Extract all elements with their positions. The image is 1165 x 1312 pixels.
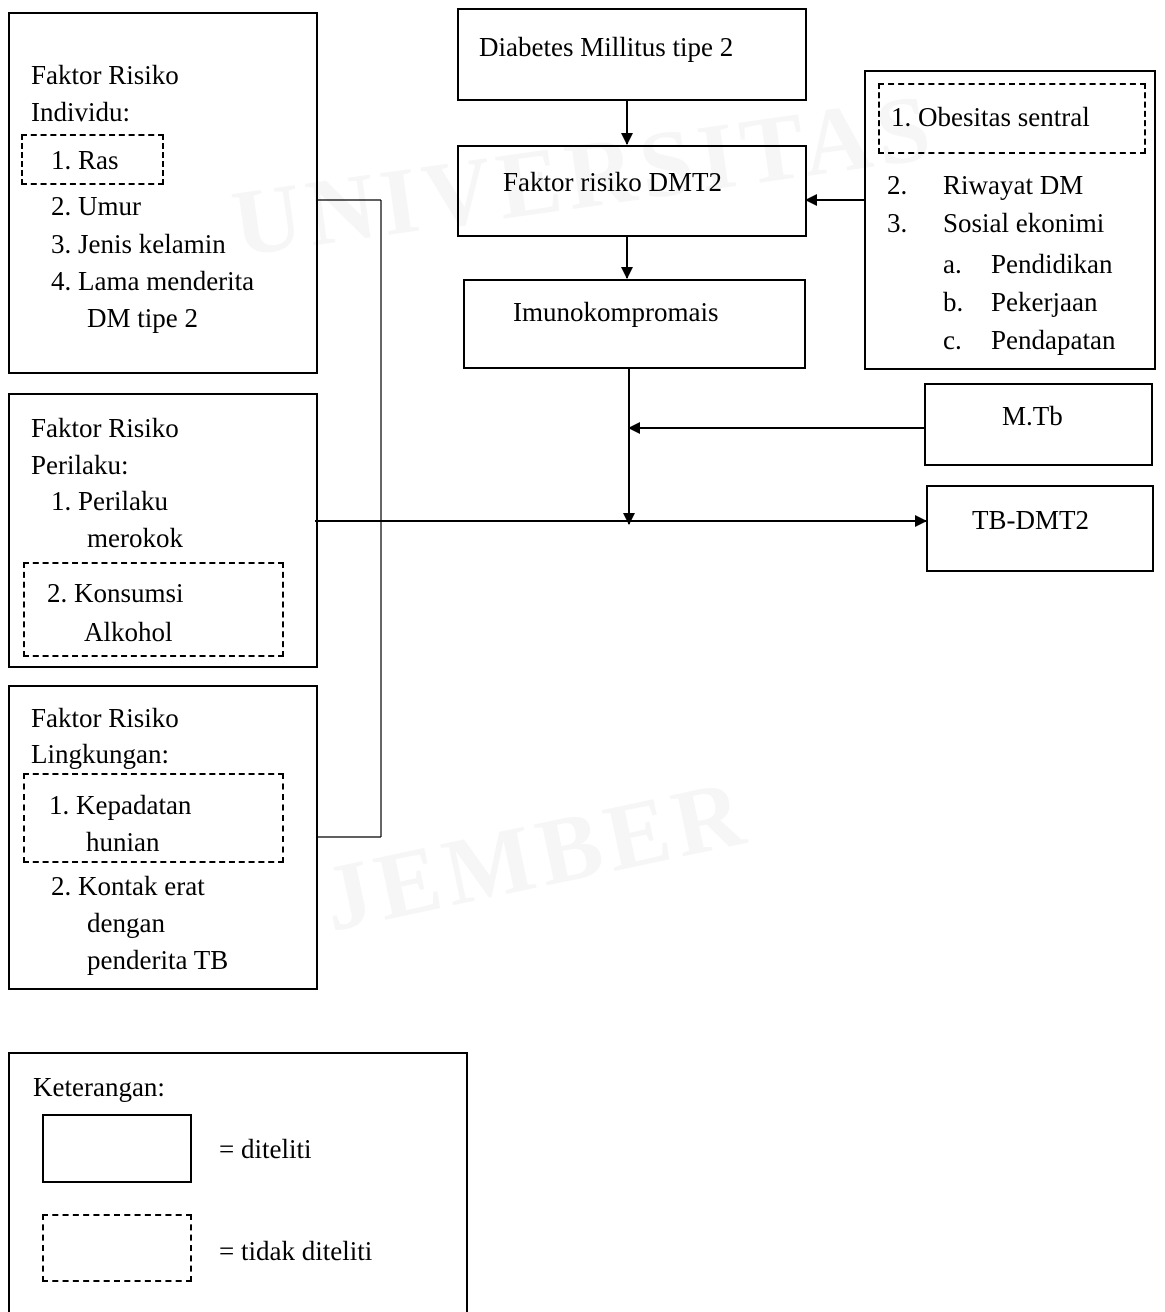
perilaku-title-1: Faktor Risiko bbox=[31, 413, 179, 443]
right-a: Pendidikan bbox=[991, 249, 1113, 279]
legend-title: Keterangan: bbox=[33, 1072, 165, 1102]
dashed-box-obesitas bbox=[878, 83, 1146, 154]
lingkungan-title-1: Faktor Risiko bbox=[31, 703, 179, 733]
individu-title-2: Individu: bbox=[31, 97, 130, 127]
individu-item-jenis-kelamin: 3. Jenis kelamin bbox=[51, 229, 226, 259]
box-diabetes bbox=[457, 8, 807, 101]
right-b: Pekerjaan bbox=[991, 287, 1098, 317]
mtb-label: M.Tb bbox=[1002, 401, 1063, 431]
right-b-num: b. bbox=[943, 287, 964, 317]
legend-box bbox=[8, 1052, 468, 1312]
dashed-box-alkohol bbox=[23, 562, 284, 657]
perilaku-title-2: Perilaku: bbox=[31, 450, 129, 480]
individu-item-umur: 2. Umur bbox=[51, 191, 141, 221]
right-a-num: a. bbox=[943, 249, 962, 279]
perilaku-item-merokok-2: merokok bbox=[87, 523, 183, 553]
tbdmt2-label: TB-DMT2 bbox=[972, 505, 1089, 535]
dashed-box-kepadatan bbox=[23, 773, 284, 863]
lingkungan-title-2: Lingkungan: bbox=[31, 739, 169, 769]
box-tb-dmt2 bbox=[926, 485, 1154, 572]
right-sosial: Sosial ekonimi bbox=[943, 208, 1105, 238]
right-item-obesitas: 1. Obesitas sentral bbox=[891, 102, 1090, 132]
right-c-num: c. bbox=[943, 325, 962, 355]
box-faktor-lain bbox=[864, 70, 1156, 370]
lingkungan-item-kontak-3: penderita TB bbox=[87, 945, 229, 975]
imuno-label: Imunokompromais bbox=[513, 297, 719, 327]
box-faktor-perilaku bbox=[8, 393, 318, 668]
right-riwayat-num: 2. bbox=[887, 170, 908, 200]
right-c: Pendapatan bbox=[991, 325, 1116, 355]
dashed-box-ras bbox=[21, 134, 164, 185]
box-faktor-individu bbox=[8, 12, 318, 374]
individu-item-ras: 1. Ras bbox=[51, 145, 119, 175]
box-mtb bbox=[924, 383, 1153, 466]
individu-item-lama-2: DM tipe 2 bbox=[87, 303, 198, 333]
legend-dashed-sample bbox=[42, 1214, 192, 1282]
box-faktor-lingkungan bbox=[8, 685, 318, 990]
perilaku-item-alkohol-1: 2. Konsumsi bbox=[47, 578, 184, 608]
box-imunokompromais bbox=[463, 279, 806, 369]
box-faktor-dmt2 bbox=[457, 145, 807, 237]
legend-tidak-diteliti: = tidak diteliti bbox=[219, 1236, 373, 1266]
right-riwayat: Riwayat DM bbox=[943, 170, 1084, 200]
individu-title-1: Faktor Risiko bbox=[31, 60, 179, 90]
individu-item-lama-1: 4. Lama menderita bbox=[51, 266, 255, 296]
perilaku-item-merokok-1: 1. Perilaku bbox=[51, 486, 168, 516]
lingkungan-item-kontak-2: dengan bbox=[87, 908, 165, 938]
lingkungan-item-kepadatan-1: 1. Kepadatan bbox=[49, 790, 192, 820]
legend-solid-sample bbox=[42, 1114, 192, 1183]
lingkungan-item-kontak-1: 2. Kontak erat bbox=[51, 871, 205, 901]
lingkungan-item-kepadatan-2: hunian bbox=[86, 827, 160, 857]
diabetes-label: Diabetes Millitus tipe 2 bbox=[479, 32, 734, 62]
perilaku-item-alkohol-2: Alkohol bbox=[84, 617, 173, 647]
faktor-dmt2-label: Faktor risiko DMT2 bbox=[503, 167, 722, 197]
legend-diteliti: = diteliti bbox=[219, 1134, 312, 1164]
right-sosial-num: 3. bbox=[887, 208, 908, 238]
